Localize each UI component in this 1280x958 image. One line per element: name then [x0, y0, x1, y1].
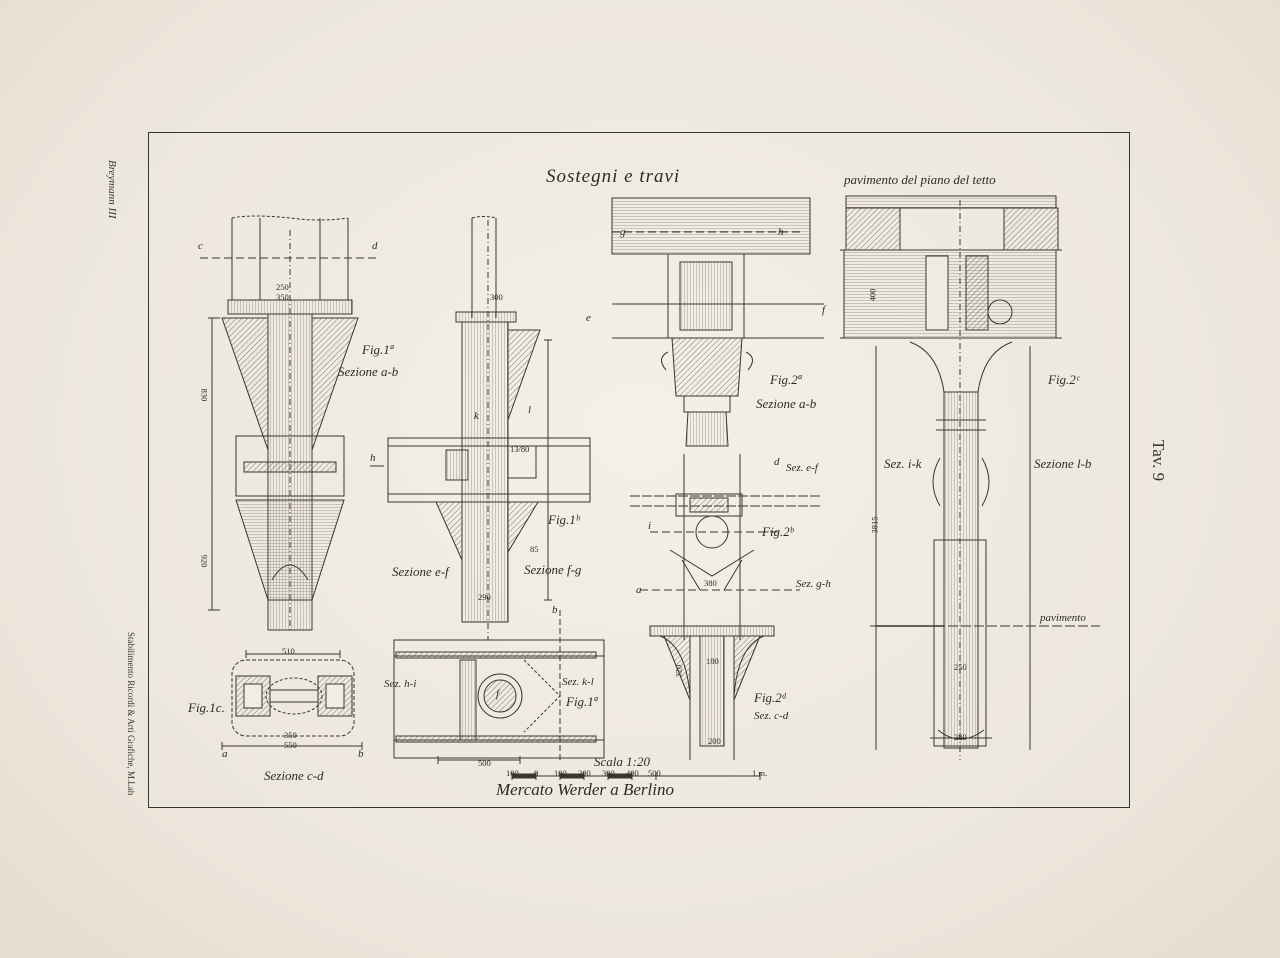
fig-2b-d: d — [774, 456, 780, 468]
scale-tick-4: 300 — [602, 768, 615, 778]
fig-1b-section-left: Sezione e-f — [392, 564, 449, 579]
plate-title: Sostegni e travi — [546, 166, 681, 187]
fig-2a-section-label: Sezione a-b — [756, 396, 817, 411]
fig-1d-label: Fig.1ª — [566, 694, 598, 709]
fig-2b-sez-gh: Sez. g-h — [796, 578, 831, 590]
plate-caption: Mercato Werder a Berlino — [496, 780, 674, 799]
fig-1c-plan — [221, 650, 363, 750]
fig-1b-k: k — [474, 410, 479, 422]
fig-2d-dim-180: 180 — [706, 656, 719, 666]
fig-2a-h: h — [778, 226, 784, 238]
fig-2c-dim-280: 280 — [954, 732, 967, 742]
scale-tick-1: 0 — [534, 768, 539, 778]
fig-1d-plan — [393, 610, 605, 764]
scale-tick-2: 100 — [554, 768, 567, 778]
scale-tick-0: 100 — [506, 768, 519, 778]
fig-2a-e: e — [586, 312, 591, 324]
fig-1a-column — [200, 215, 384, 631]
fig-1c-dim-550: 550 — [284, 740, 297, 750]
fig-2c-sez-lb: Sezione l-b — [1034, 456, 1092, 471]
fig-1a-dim-350: 350 — [276, 292, 289, 302]
fig-1a-label: Fig.1ª — [362, 342, 394, 357]
fig-2d-capital — [649, 625, 775, 760]
fig-1b-label: Fig.1ᵇ — [548, 512, 580, 527]
fig-2c-dim-250: 250 — [954, 662, 967, 672]
fig-1c-dim-350: 350 — [284, 730, 297, 740]
fig-2c-dim-3815: 3815 — [869, 516, 880, 534]
fig-1b-b: b — [552, 604, 558, 616]
fig-1a-d: d — [372, 240, 378, 252]
fig-1d-dim-500: 500 — [478, 758, 491, 768]
fig-1b-column — [387, 216, 591, 640]
fig-2c-sez-ik: Sez. i-k — [884, 456, 922, 471]
scale-tick-3: 200 — [578, 768, 591, 778]
fig-2b-i: i — [648, 520, 652, 532]
fig-1c-label: Fig.1c. — [188, 700, 225, 715]
fig-2c-floor: pavimento — [1040, 612, 1086, 624]
fig-1a-section-label: Sezione a-b — [338, 364, 399, 379]
fig-1a-dim-250: 250 — [276, 282, 289, 292]
fig-1b-section-right: Sezione f-g — [524, 562, 582, 577]
fig-2c-dim-400: 400 — [867, 288, 878, 302]
roof-floor-note: pavimento del piano del tetto — [844, 172, 996, 187]
fig-2b-a: a — [636, 584, 642, 596]
fig-1d-sez-hi: Sez. h-i — [384, 678, 417, 690]
fig-2a-f: f — [822, 304, 826, 316]
scale-tick-5: 400 — [626, 768, 639, 778]
scale-label: Scala 1:20 — [594, 754, 650, 769]
fig-2d-section-label: Sez. c-d — [754, 710, 789, 722]
fig-1b-dim-85: 85 — [530, 544, 539, 554]
fig-2c-column — [840, 195, 1100, 760]
fig-2d-dim-320: 320 — [673, 664, 684, 678]
fig-1a-c: c — [198, 240, 203, 252]
fig-1b-dim-300: 300 — [490, 292, 503, 302]
fig-2b-sez-ef: Sez. e-f — [786, 462, 818, 474]
fig-2a-label: Fig.2ª — [770, 372, 802, 387]
fig-1c-b: b — [358, 748, 364, 760]
fig-1c-dim-510: 510 — [282, 646, 295, 656]
fig-2a-capital — [611, 197, 824, 447]
fig-1c-section-label: Sezione c-d — [264, 768, 324, 783]
drawing-frame — [148, 132, 1130, 808]
fig-1a-dim-830: 830 — [199, 388, 210, 402]
fig-2c-label: Fig.2ᶜ — [1048, 372, 1080, 387]
scale-bar — [511, 772, 761, 780]
fig-2d-dim-200: 200 — [708, 736, 721, 746]
fig-1b-l: l — [528, 404, 532, 416]
fig-1c-a: a — [222, 748, 228, 760]
scale-tick-7: 1 m. — [752, 768, 768, 778]
fig-1b-dim-1380: 13/80 — [510, 444, 530, 454]
fig-1d-sez-kl: Sez. k-l — [562, 676, 594, 688]
fig-1b-dim-290: 290 — [478, 592, 491, 602]
fig-2b-section — [630, 454, 820, 640]
fig-2a-g: g — [620, 226, 626, 238]
fig-2b-label: Fig.2ᵇ — [762, 524, 794, 539]
fig-1a-dim-920: 920 — [199, 554, 210, 568]
fig-2b-dim-380: 380 — [704, 578, 717, 588]
fig-1d-f: f — [496, 688, 500, 700]
fig-2d-label: Fig.2ᵈ — [754, 690, 786, 705]
scale-tick-6: 500 — [648, 768, 661, 778]
fig-1a-h: h — [370, 452, 376, 464]
